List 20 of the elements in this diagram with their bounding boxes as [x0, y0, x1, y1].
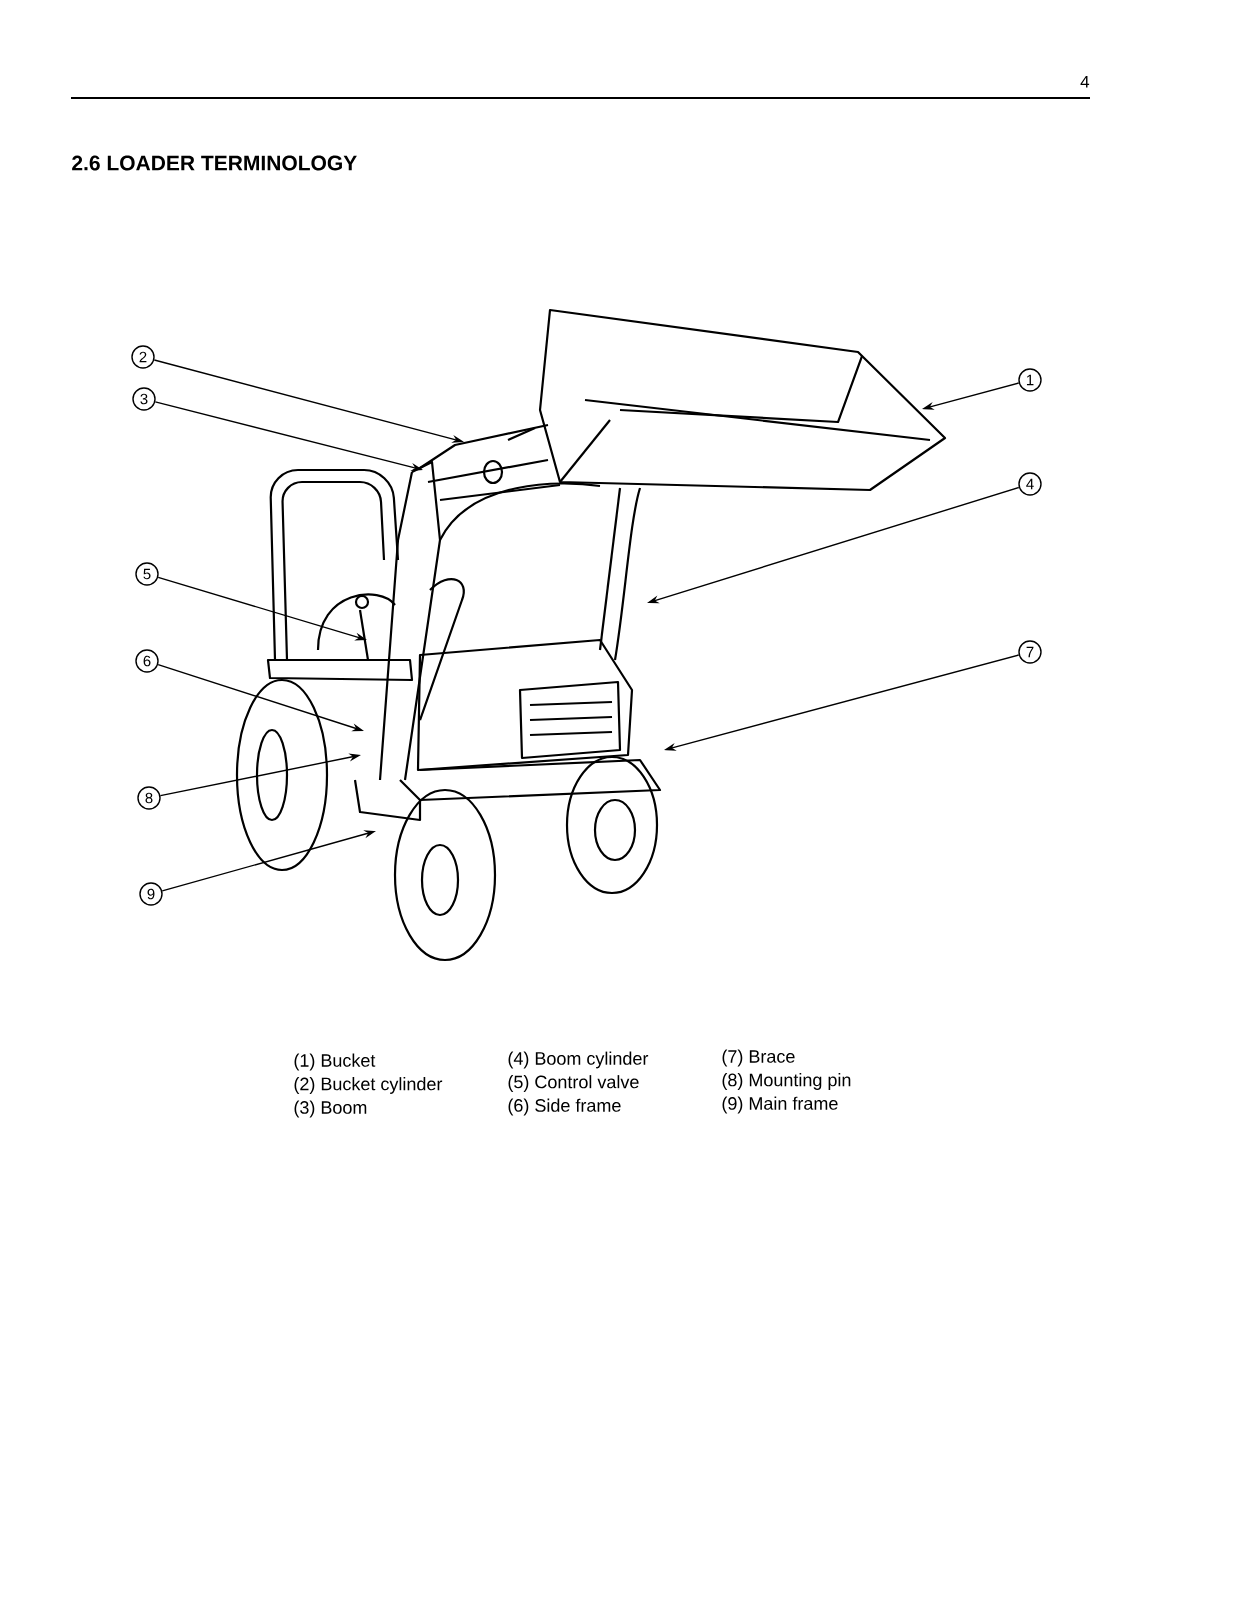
callout-number: 2 — [131, 345, 155, 369]
part-name: (3) Boom — [294, 1100, 367, 1118]
part-name: (7) Brace — [722, 1049, 795, 1067]
callout-number: 9 — [139, 882, 163, 906]
callout-number: 6 — [135, 649, 159, 673]
part-name: (2) Bucket cylinder — [294, 1077, 443, 1094]
section-title: 2.6 LOADER TERMINOLOGY — [72, 155, 357, 171]
part-name: (9) Main frame — [722, 1096, 838, 1114]
part-name: (1) Bucket — [294, 1053, 376, 1071]
part-name: (6) Side frame — [508, 1098, 621, 1116]
part-name: (4) Boom cylinder — [508, 1051, 649, 1069]
callout-number: 8 — [137, 786, 161, 810]
part-name: (8) Mounting pin — [722, 1073, 851, 1090]
callout-number: 7 — [1018, 640, 1042, 664]
callout-number: 3 — [132, 387, 156, 411]
part-name: (5) Control valve — [508, 1075, 639, 1092]
page-number: 4 — [1080, 75, 1090, 88]
callout-number: 4 — [1018, 472, 1042, 496]
callout-number: 1 — [1018, 368, 1042, 392]
callout-number: 5 — [135, 562, 159, 586]
